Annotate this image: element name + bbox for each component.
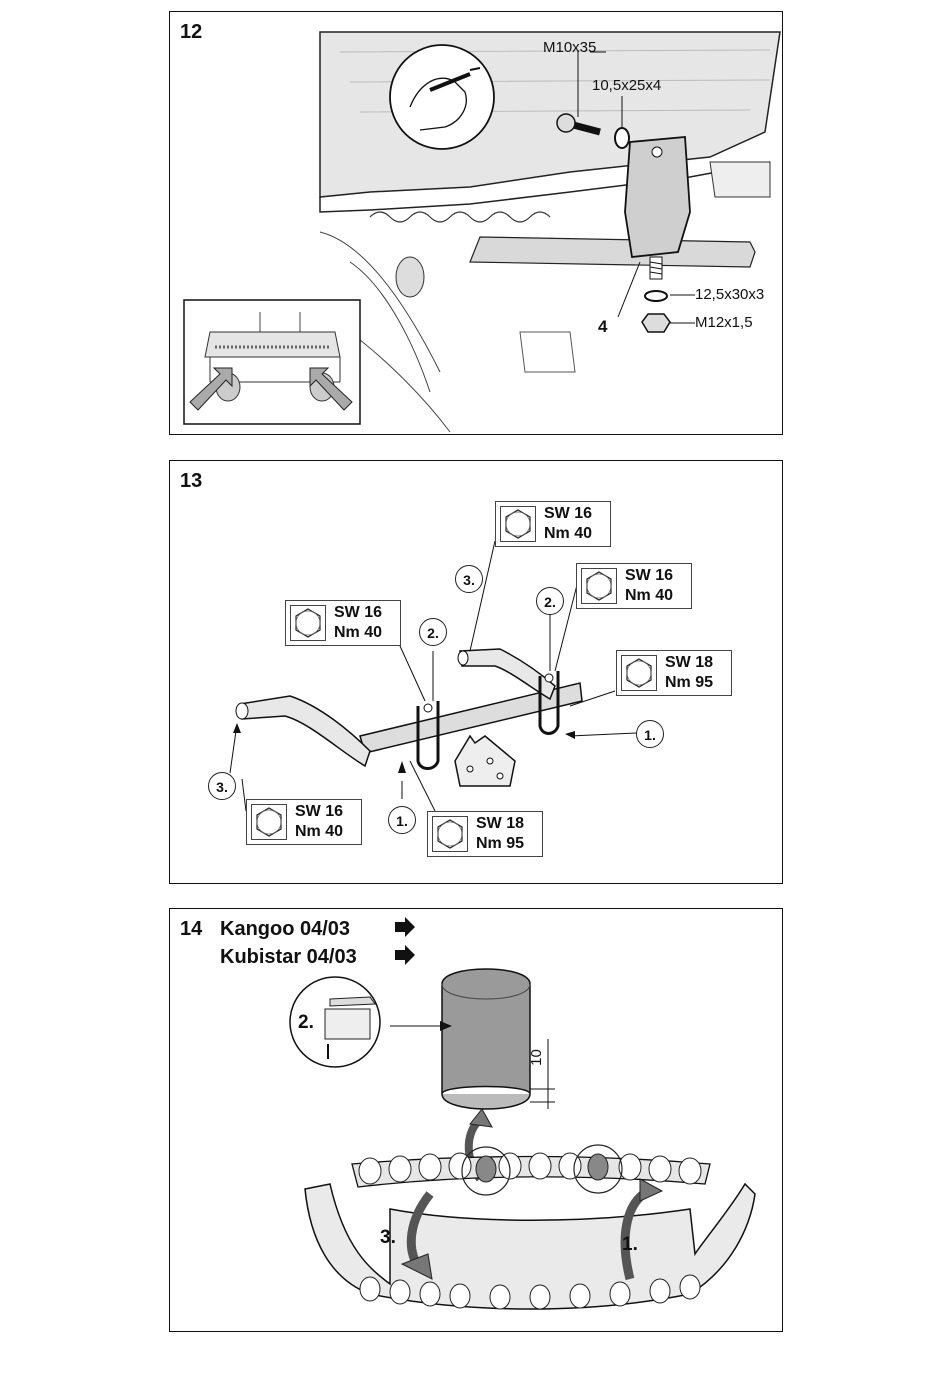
hex-nut-icon [500,506,536,542]
panel-12: 12 M10x35 10,5x25x4 12,5x30x3 M12x1,5 4 [169,11,783,435]
wrench-size: SW 18 [476,815,524,833]
dimension-label: 10 [528,1049,545,1066]
wrench-size: SW 16 [625,567,673,585]
bumper-cutout-illustration [170,909,783,1332]
hex-nut-icon [581,568,617,604]
step-marker: 2. [419,618,447,646]
hex-nut-icon [251,804,287,840]
wrench-size: SW 16 [544,505,592,523]
model-title-kangoo: Kangoo 04/03 [220,918,350,941]
wrench-size: SW 18 [665,654,713,672]
wrench-size: SW 16 [334,604,382,622]
step-marker: 3. [208,772,236,800]
wrench-size: SW 16 [295,803,343,821]
torque-value: Nm 40 [334,624,382,642]
torque-value: Nm 40 [544,525,592,543]
hex-nut-icon [432,816,468,852]
torque-value: Nm 40 [295,823,343,841]
step-number: 13 [180,470,202,493]
hex-nut-icon [621,655,657,691]
torque-box: SW 16 Nm 40 [576,563,692,609]
model-title-kubistar: Kubistar 04/03 [220,946,357,969]
step-label-left: 3. [380,1227,396,1249]
panel-13: 13 SW 16 Nm 40 SW 16 Nm 40 SW 16 Nm 40 S… [169,460,783,884]
step-label-right: 1. [622,1234,638,1256]
step-number: 12 [180,21,202,44]
torque-box: SW 16 Nm 40 [495,501,611,547]
step-number: 14 [180,918,202,941]
torque-box: SW 18 Nm 95 [616,650,732,696]
bolt-label: M10x35 [543,39,596,56]
step-marker: 2. [536,587,564,615]
torque-value: Nm 95 [665,674,713,692]
part-number-label: 4 [598,317,607,337]
washer-top-label: 10,5x25x4 [592,77,661,94]
nut-label: M12x1,5 [695,314,753,331]
inset-step-label: 2. [298,1012,314,1034]
step-marker: 1. [636,720,664,748]
right-arrow-icon [395,917,415,937]
torque-box: SW 16 Nm 40 [246,799,362,845]
panel-14: 14 Kangoo 04/03 Kubistar 04/03 2. 3. 1. … [169,908,783,1332]
step-marker: 3. [455,565,483,593]
hex-nut-icon [290,605,326,641]
torque-box: SW 18 Nm 95 [427,811,543,857]
washer-bottom-label: 12,5x30x3 [695,286,764,303]
torque-value: Nm 40 [625,587,673,605]
rear-bumper-bracket-illustration [170,12,783,435]
step-marker: 1. [388,806,416,834]
torque-value: Nm 95 [476,835,524,853]
torque-box: SW 16 Nm 40 [285,600,401,646]
